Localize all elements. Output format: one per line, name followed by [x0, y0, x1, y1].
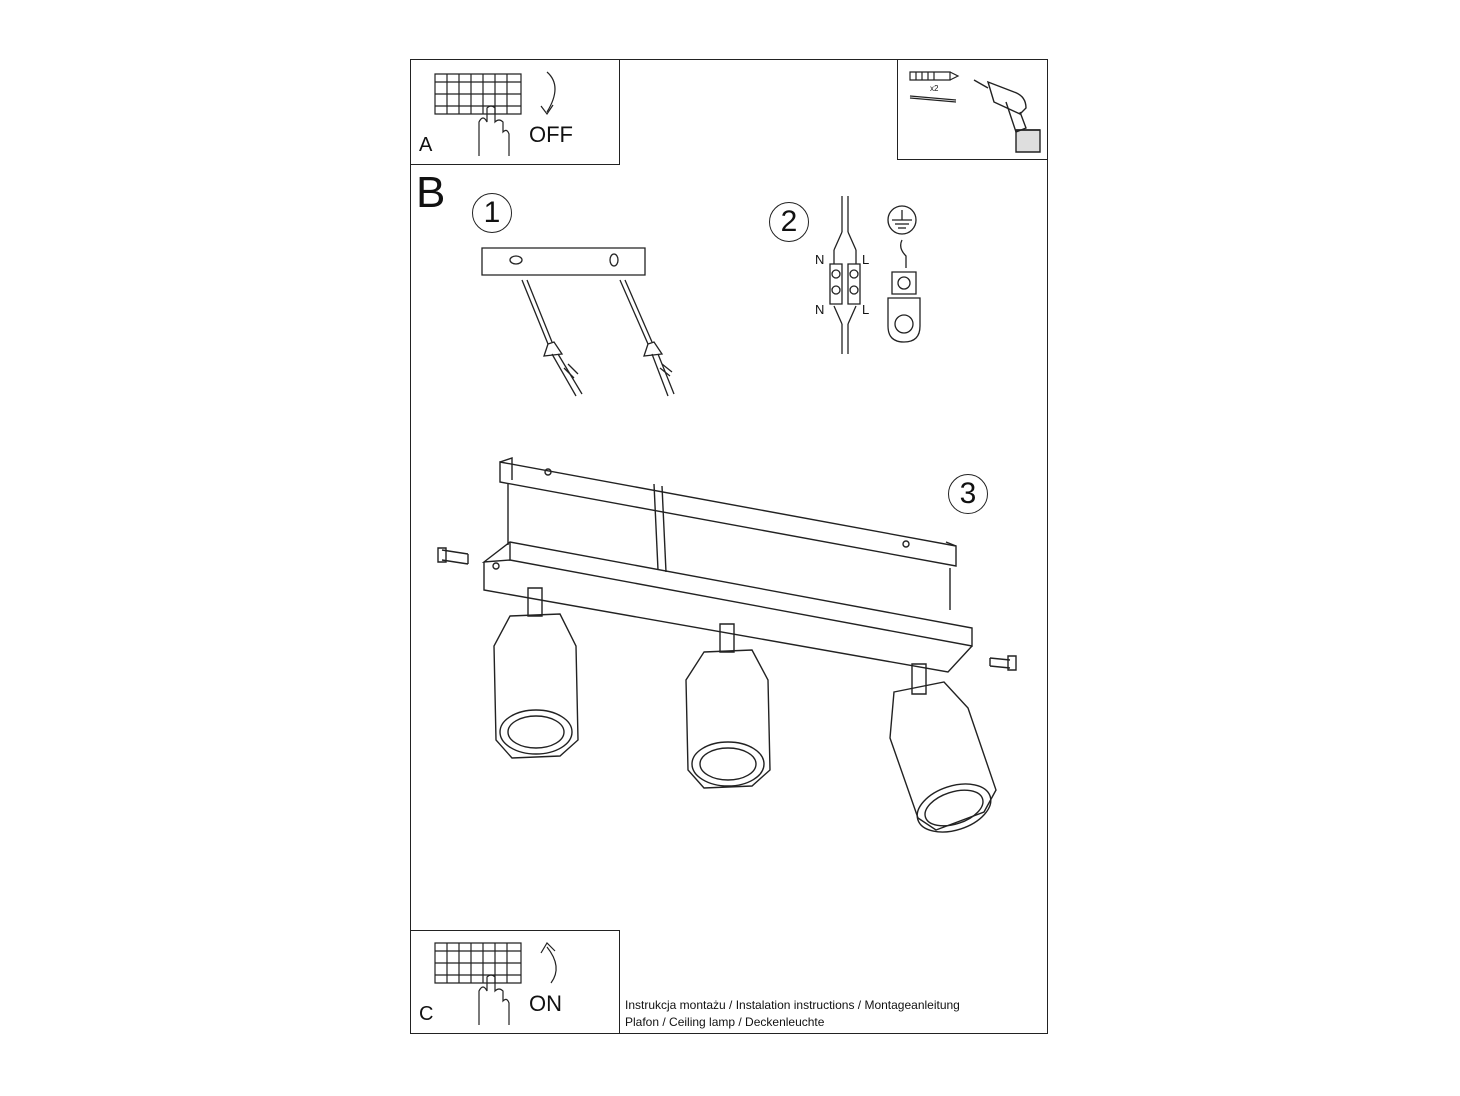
quantity-label: x2	[930, 84, 939, 93]
screw-right-icon	[620, 280, 674, 396]
step-2-marker: 2	[769, 202, 809, 242]
lamp-head-middle-icon	[686, 624, 770, 788]
screw-left-icon	[522, 280, 582, 396]
wire-label-l-bottom: L	[862, 302, 870, 317]
panel-b-label: B	[416, 168, 446, 217]
ceiling-lamp-drawing	[430, 450, 1030, 850]
circuit-breaker-off-icon	[411, 60, 621, 166]
mounting-bracket-drawing	[478, 244, 678, 404]
side-screw-left-icon	[438, 548, 468, 564]
wire-label-n-bottom: N	[815, 302, 825, 317]
on-label: ON	[529, 991, 562, 1016]
off-label: OFF	[529, 122, 573, 147]
wire-label-n-top: N	[815, 252, 825, 267]
wire-label-l-top: L	[862, 252, 870, 267]
step-1-marker: 1	[472, 193, 512, 233]
bracket-hole-right-icon	[610, 254, 618, 266]
panel-tools: x2	[897, 59, 1048, 160]
lamp-head-right-icon	[890, 664, 997, 841]
lamp-head-left-icon	[494, 588, 578, 758]
wall-plug-icon	[908, 68, 968, 108]
step-3-marker: 3	[948, 474, 988, 514]
ground-symbol-icon	[888, 206, 916, 234]
panel-a-switch-off: A OFF	[410, 59, 620, 165]
drill-icon	[964, 68, 1044, 158]
caption-product: Plafon / Ceiling lamp / Deckenleuchte	[625, 1015, 825, 1029]
instruction-sheet	[410, 59, 1048, 1034]
panel-c-switch-on: C ON	[410, 930, 620, 1034]
bracket-hole-left-icon	[510, 256, 522, 264]
circuit-breaker-on-icon	[411, 931, 621, 1035]
terminal-block-drawing	[812, 194, 932, 354]
panel-c-label: C	[419, 1003, 434, 1025]
ground-terminal-drawing	[880, 202, 940, 342]
caption-instructions: Instrukcja montażu / Instalation instruc…	[625, 998, 960, 1012]
panel-a-label: A	[419, 134, 433, 156]
side-screw-right-icon	[990, 656, 1016, 670]
